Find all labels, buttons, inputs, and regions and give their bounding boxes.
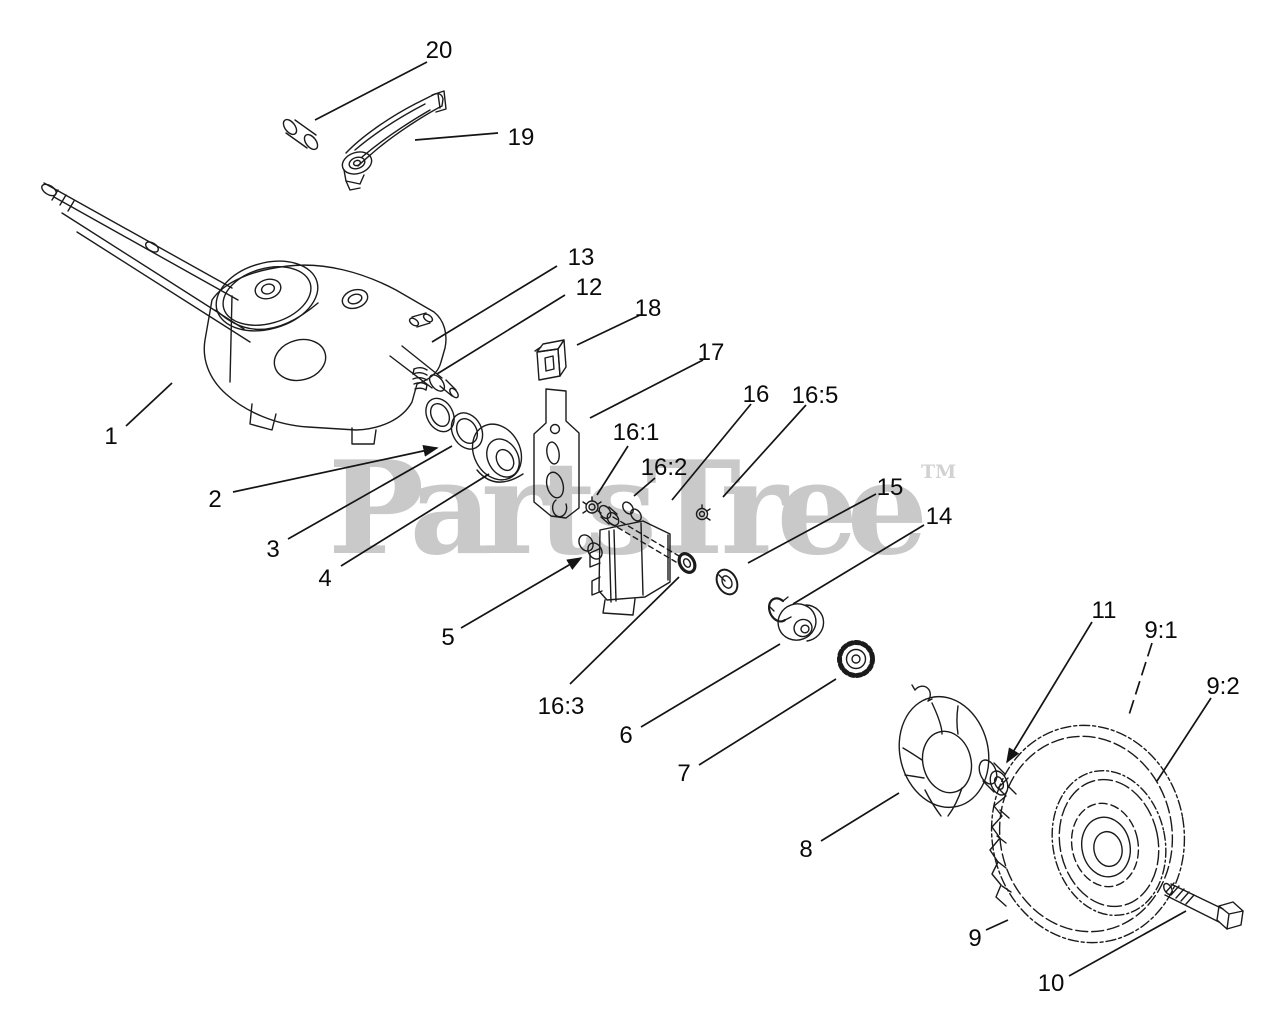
watermark-tm: TM (921, 461, 956, 483)
clip (534, 339, 567, 381)
leader-line-19 (414, 132, 499, 141)
leader-line-12 (436, 294, 566, 375)
callout-label-8: 8 (799, 836, 812, 863)
leader-line-13 (431, 265, 558, 343)
drive-pulley (777, 603, 825, 642)
callout-label-19: 19 (508, 124, 535, 151)
leader-line-15 (747, 493, 877, 564)
callout-label-9-1: 9:1 (1144, 617, 1177, 644)
leader-line-16 (671, 403, 752, 501)
watermark-text: PartsTree (328, 434, 928, 584)
spring (412, 367, 428, 391)
callout-label-16-3: 16:3 (538, 693, 585, 720)
pinion-gear (837, 640, 875, 678)
callout-label-16-2: 16:2 (641, 454, 688, 481)
leader-line-3 (287, 445, 453, 540)
leader-line-14 (792, 524, 925, 605)
leader-line-16-5 (722, 404, 807, 498)
lock-washer (715, 568, 739, 596)
leader-line-16-1 (596, 445, 629, 496)
callout-label-16: 16 (743, 381, 770, 408)
callout-label-12: 12 (576, 274, 603, 301)
callout-label-11: 11 (1092, 597, 1117, 624)
adjuster-assembly (578, 496, 711, 616)
leader-line-1 (125, 382, 173, 427)
leader-line-4 (340, 473, 490, 567)
hub-cover (898, 684, 990, 817)
leader-line-7 (698, 678, 837, 766)
leader-line-9-2 (1156, 697, 1212, 782)
callout-label-5: 5 (441, 624, 454, 651)
leader-line-9-1 (1127, 642, 1153, 719)
leader-line-8 (820, 792, 900, 842)
pulley (215, 260, 319, 332)
gear-case (203, 264, 459, 445)
callout-label-20: 20 (426, 37, 453, 64)
callout-label-13: 13 (568, 244, 595, 271)
callout-label-9: 9 (968, 925, 981, 952)
callout-label-18: 18 (635, 295, 662, 322)
callout-label-1: 1 (104, 423, 117, 450)
callout-label-15: 15 (877, 474, 904, 501)
axle-shaft (41, 182, 251, 343)
leader-line-16-3 (569, 576, 680, 685)
leader-line-2 (232, 445, 439, 493)
leader-line-17 (589, 359, 704, 419)
callout-label-2: 2 (208, 486, 221, 513)
callout-label-7: 7 (677, 760, 690, 787)
roll-pin (408, 312, 434, 328)
leader-line-11 (1006, 621, 1093, 764)
flange-bushing (978, 759, 1009, 796)
callout-label-3: 3 (266, 536, 279, 563)
e-ring (767, 596, 792, 623)
leader-line-16-2 (633, 477, 656, 497)
bracket-plate (533, 388, 580, 519)
leader-line-18 (576, 314, 641, 346)
leader-line-10 (1068, 910, 1187, 977)
callout-label-10: 10 (1038, 970, 1065, 997)
shift-lever (341, 90, 447, 191)
callout-label-16-5: 16:5 (792, 382, 839, 409)
leader-line-5 (460, 557, 583, 629)
washers (425, 397, 484, 450)
callout-label-6: 6 (619, 722, 632, 749)
callout-label-17: 17 (698, 339, 725, 366)
callout-label-16-1: 16:1 (613, 419, 660, 446)
callout-label-9-2: 9:2 (1206, 673, 1239, 700)
seal (471, 423, 524, 483)
axle-bolt (1163, 882, 1244, 930)
leader-line-20 (314, 61, 428, 121)
leader-line-9 (985, 919, 1009, 931)
callout-label-14: 14 (926, 503, 953, 530)
clevis-pin (282, 118, 319, 151)
callout-label-4: 4 (318, 565, 331, 592)
leader-line-6 (640, 643, 781, 728)
wheel-tire (989, 724, 1186, 944)
